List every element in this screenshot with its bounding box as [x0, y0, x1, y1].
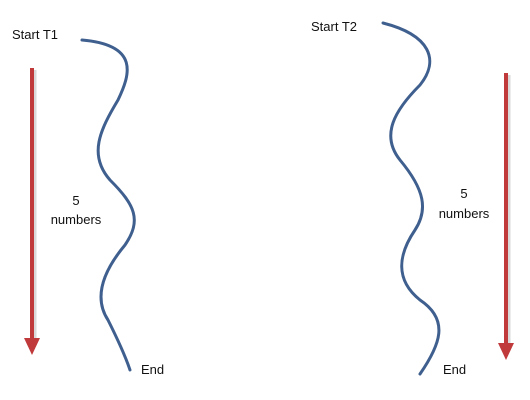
thread1-time-arrow — [24, 68, 40, 355]
thread1-execution-line — [80, 38, 136, 372]
thread1-count-unit: numbers — [50, 212, 102, 227]
thread1-end-label: End — [141, 362, 165, 377]
thread2-start-label: Start T2 — [311, 19, 358, 34]
thread1-count: 5 — [72, 193, 80, 208]
thread2-count-unit: numbers — [438, 206, 490, 221]
thread2-end-label: End — [443, 362, 467, 377]
thread1-start-label: Start T1 — [12, 27, 59, 42]
thread2-count: 5 — [460, 186, 468, 201]
thread2-time-arrow — [498, 73, 514, 360]
thread2-execution-line — [381, 21, 441, 376]
